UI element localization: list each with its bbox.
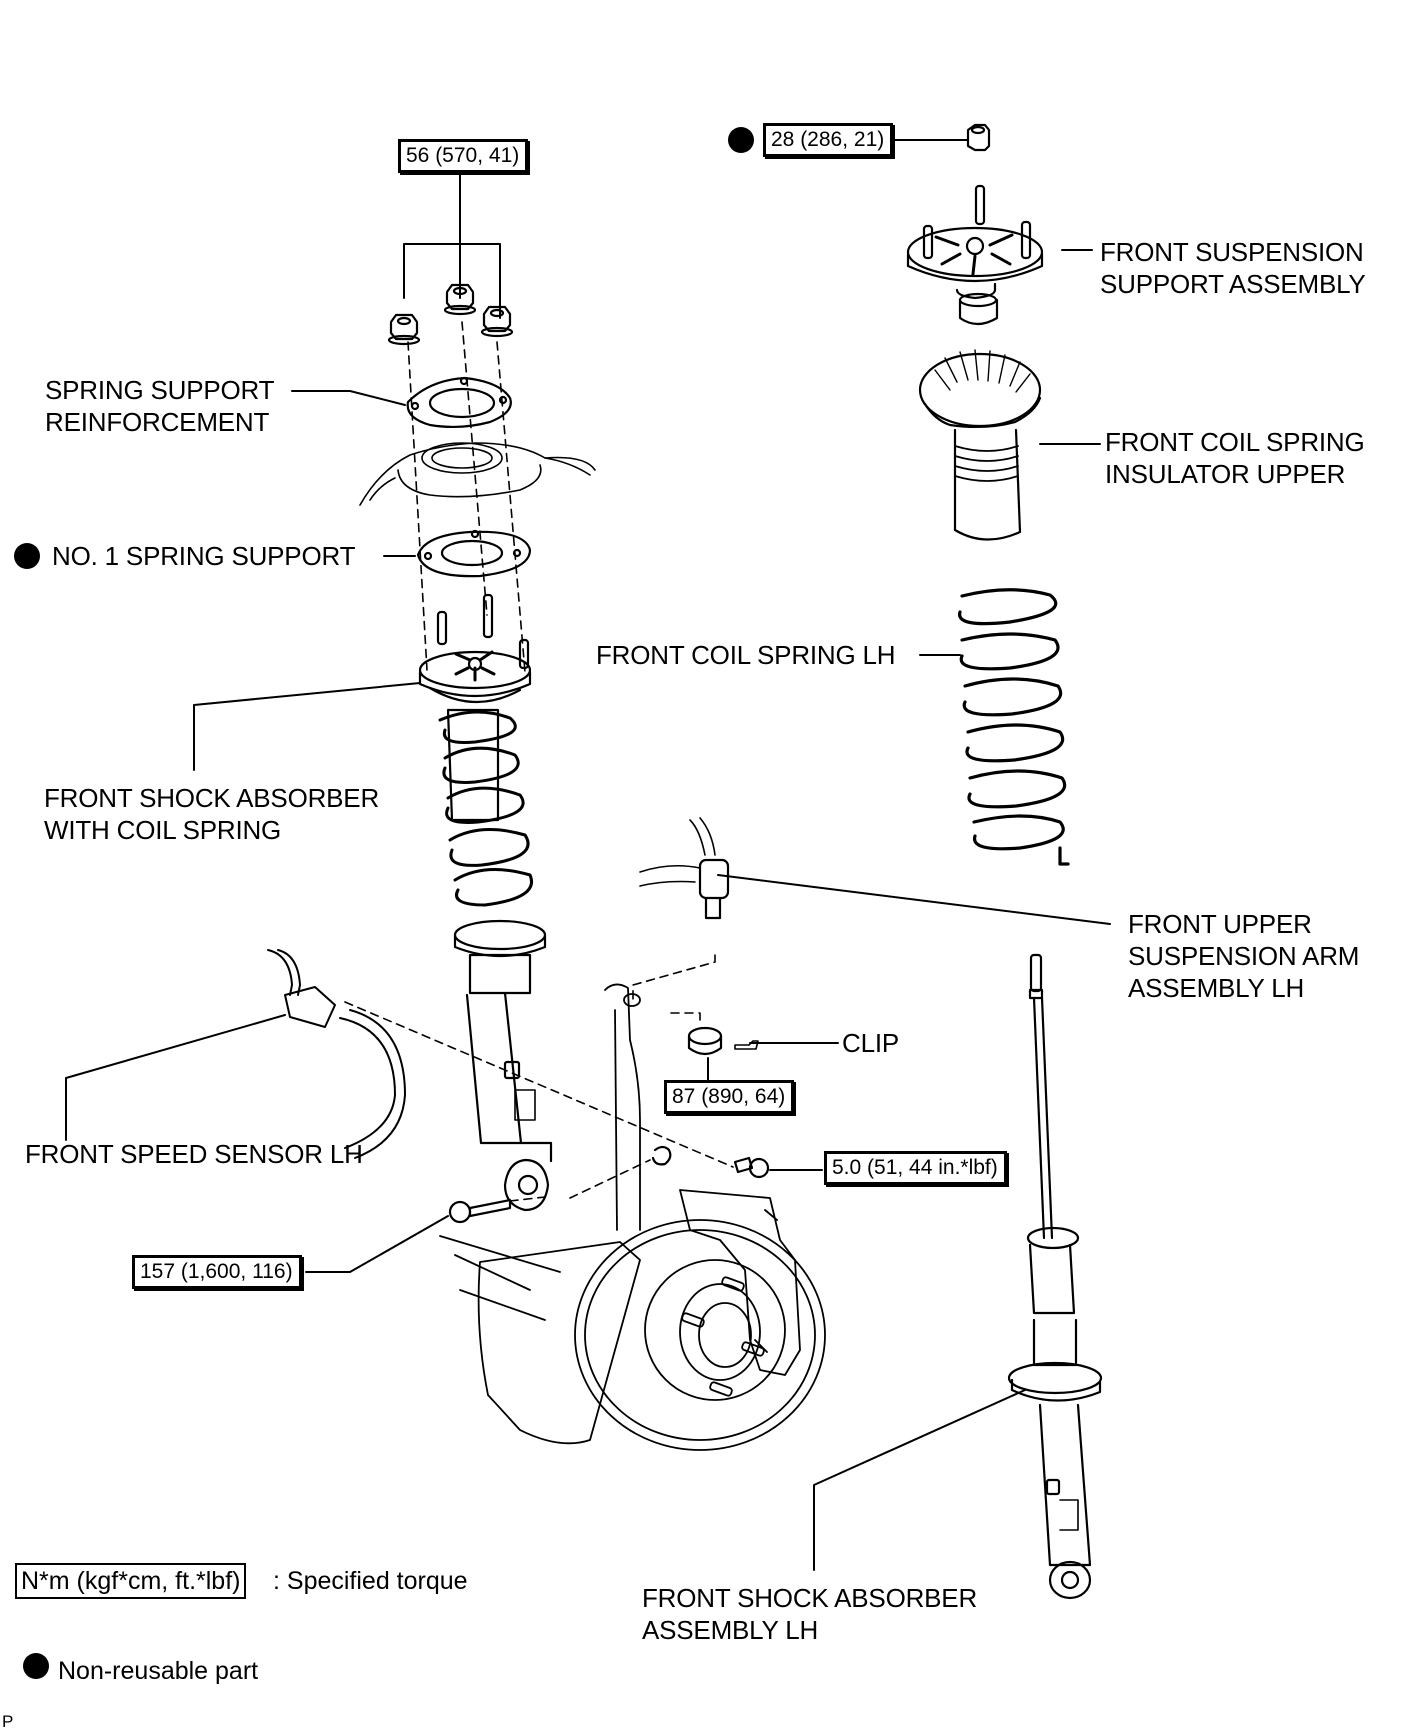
strut-tower-body — [359, 442, 596, 506]
label-line: FRONT SHOCK ABSORBER — [44, 783, 380, 813]
label-front-speed-sensor-lh: FRONT SPEED SENSOR LH — [25, 1139, 363, 1169]
label-spring-support-reinforcement: SPRING SUPPORT REINFORCEMENT — [45, 374, 275, 438]
upper-arm-nut-and-clip — [687, 1026, 759, 1056]
speed-sensor-part — [267, 949, 406, 1159]
shock-with-coil-spring-part — [418, 593, 553, 1212]
label-line: SUPPORT ASSEMBLY — [1100, 269, 1366, 299]
lower-shock-bolt — [448, 1198, 512, 1224]
legend-torque-unit-box: N*m (kgf*cm, ft.*lbf) — [15, 1563, 247, 1599]
non-reusable-marker-support-nut — [728, 127, 754, 153]
front-shock-absorber-assembly-part — [1007, 953, 1103, 1600]
non-reusable-marker-spring-support — [14, 543, 40, 569]
no1-spring-support-part — [416, 529, 532, 578]
label-line: SUSPENSION ARM — [1128, 941, 1360, 971]
label-line: SPRING SUPPORT — [45, 375, 275, 405]
upper-support-nuts — [387, 283, 514, 346]
label-front-coil-spring-lh: FRONT COIL SPRING LH — [596, 640, 896, 670]
label-line: ASSEMBLY LH — [1128, 973, 1305, 1003]
label-front-shock-absorber-assembly-lh: FRONT SHOCK ABSORBER ASSEMBLY LH — [642, 1582, 977, 1646]
legend-non-reusable-dot — [23, 1653, 49, 1679]
label-front-upper-suspension-arm-assembly-lh: FRONT UPPER SUSPENSION ARM ASSEMBLY LH — [1128, 908, 1359, 1004]
label-line: WITH COIL SPRING — [44, 815, 282, 845]
front-suspension-support-part — [906, 184, 1044, 326]
label-clip: CLIP — [842, 1028, 900, 1058]
corner-mark: P — [2, 1712, 14, 1731]
front-coil-spring-part — [958, 588, 1070, 866]
label-line: FRONT SUSPENSION — [1100, 237, 1364, 267]
knuckle-and-brake-part — [439, 983, 826, 1451]
label-no1-spring-support: NO. 1 SPRING SUPPORT — [52, 541, 356, 571]
upper-suspension-arm-part — [639, 817, 730, 920]
torque-box-speed-sensor-bolt: 5.0 (51, 44 in.*lbf) — [824, 1151, 1007, 1185]
label-front-coil-spring-insulator-upper: FRONT COIL SPRING INSULATOR UPPER — [1105, 426, 1365, 490]
leader-lines — [65, 139, 1111, 1571]
label-front-shock-absorber-with-coil-spring: FRONT SHOCK ABSORBER WITH COIL SPRING — [44, 782, 379, 846]
torque-box-suspension-support-nut: 28 (286, 21) — [763, 123, 894, 157]
torque-box-upper-support-nuts: 56 (570, 41) — [398, 139, 529, 173]
legend-non-reusable-description: Non-reusable part — [58, 1657, 259, 1685]
alignment-dashes — [344, 321, 734, 1202]
label-front-suspension-support-assembly: FRONT SUSPENSION SUPPORT ASSEMBLY — [1100, 236, 1366, 300]
label-line: REINFORCEMENT — [45, 407, 270, 437]
label-line: FRONT UPPER — [1128, 909, 1312, 939]
coil-spring-insulator-upper-part — [918, 349, 1042, 541]
suspension-support-nut — [966, 123, 991, 152]
label-line: ASSEMBLY LH — [642, 1615, 819, 1645]
label-line: FRONT COIL SPRING — [1105, 427, 1365, 457]
legend-torque-description: : Specified torque — [273, 1567, 468, 1595]
torque-box-upper-arm-nut: 87 (890, 64) — [664, 1080, 795, 1114]
torque-box-lower-shock-bolt: 157 (1,600, 116) — [132, 1255, 302, 1289]
label-line: FRONT SHOCK ABSORBER — [642, 1583, 978, 1613]
label-line: INSULATOR UPPER — [1105, 459, 1346, 489]
speed-sensor-bolt — [651, 1145, 770, 1179]
spring-support-reinforcement-part — [406, 376, 512, 429]
